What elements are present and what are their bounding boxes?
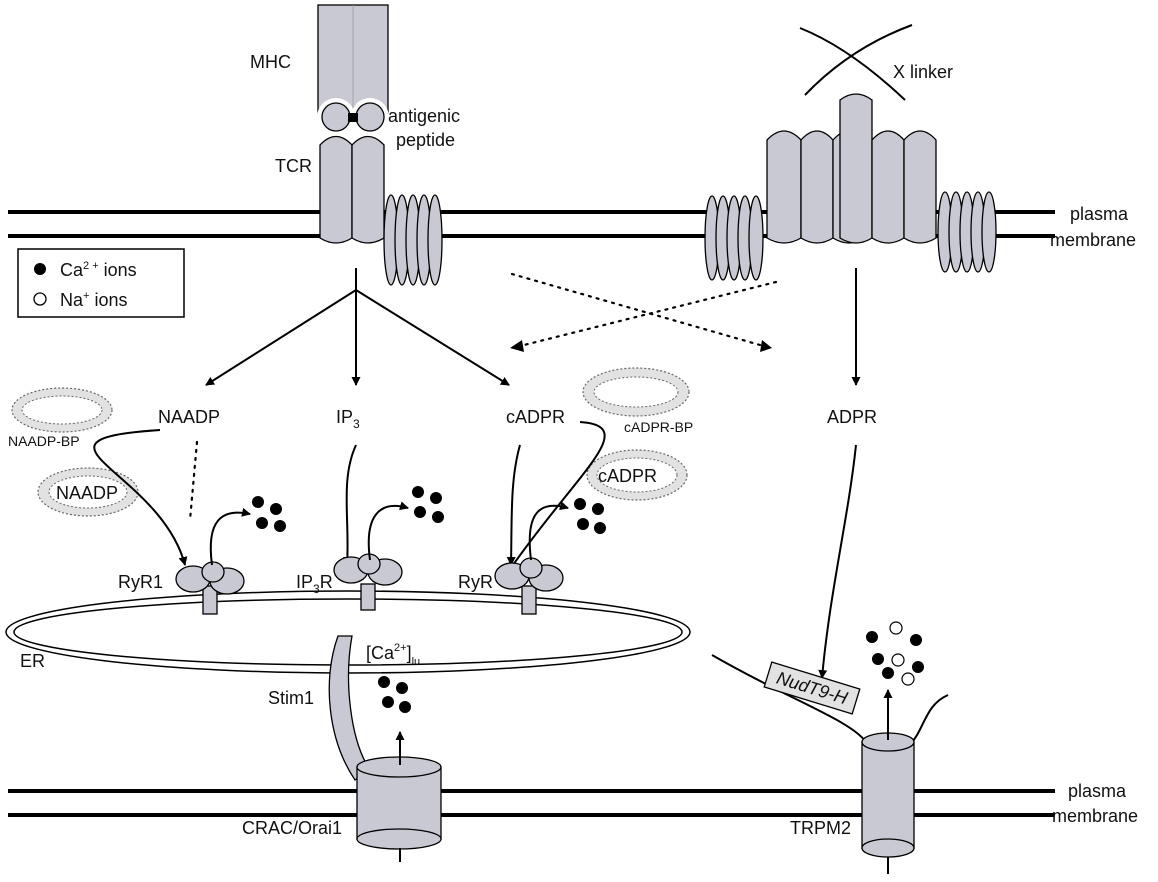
antigenic-peptide	[317, 98, 389, 136]
receptor-complex-right	[704, 93, 997, 281]
trpm2-channel	[711, 654, 949, 874]
plasma-label-bottom: plasma	[1068, 781, 1127, 801]
x-linker-label: X linker	[893, 62, 953, 82]
mhc-molecule	[317, 4, 389, 114]
ip3r-channel	[333, 501, 409, 611]
tcr-label: TCR	[275, 156, 312, 176]
ip3r-label: IP3R	[296, 572, 333, 596]
ca-ions-ryr	[574, 498, 606, 534]
cadpr-bound-label: cADPR	[598, 466, 657, 486]
cadpr-label: cADPR	[506, 407, 565, 427]
adpr-label: ADPR	[827, 407, 877, 427]
naadp-bp-label: NAADP-BP	[8, 433, 80, 449]
stim1-label: Stim1	[268, 688, 314, 708]
naadp-bound-label: NAADP	[56, 483, 118, 503]
tcr-signaling-arrows	[205, 268, 510, 386]
ryr-channel	[494, 501, 569, 615]
tcr-receptor	[319, 135, 385, 244]
ions-trpm2	[866, 621, 924, 686]
naadp-bp-ring	[11, 387, 113, 433]
ca-ions-ip3r	[412, 486, 444, 523]
trpm2-label: TRPM2	[790, 818, 851, 838]
membrane-label-top: membrane	[1050, 230, 1136, 250]
stim1-protein	[328, 635, 371, 781]
ca-lumen-label: [Ca2+]lu	[366, 642, 420, 668]
ryr1-label: RyR1	[118, 572, 163, 592]
peptide-label: peptide	[396, 130, 455, 150]
cadpr-bound-ring	[586, 449, 688, 501]
mhc-label: MHC	[250, 52, 291, 72]
cadpr-bp-label: cADPR-BP	[624, 419, 693, 435]
er-label: ER	[20, 651, 45, 671]
crac-orai1-channel	[356, 731, 442, 862]
crac-label: CRAC/Orai1	[242, 818, 342, 838]
legend-ca-ions: Ca2 + ions	[60, 260, 137, 280]
naadp-label: NAADP	[158, 407, 220, 427]
messenger-arrows	[93, 421, 857, 679]
antigenic-label: antigenic	[388, 106, 460, 126]
x-linker	[799, 24, 913, 101]
ca-ions-crac	[378, 676, 411, 713]
plasma-label-top: plasma	[1070, 204, 1129, 224]
ryr1-channel	[175, 507, 251, 615]
membrane-label-bottom: membrane	[1052, 806, 1138, 826]
dotted-cross-arrows	[510, 272, 778, 352]
naadp-bound-ring	[37, 467, 139, 517]
cadpr-bp-ring	[582, 367, 690, 417]
ip3-label: IP3	[336, 407, 360, 431]
legend: Ca2 + ions Na+ ions	[17, 248, 185, 318]
ca-ions-ryr1	[252, 496, 286, 532]
legend-na-ions: Na+ ions	[60, 290, 127, 310]
ryr-label: RyR	[458, 572, 493, 592]
cd3-chains	[383, 194, 443, 286]
